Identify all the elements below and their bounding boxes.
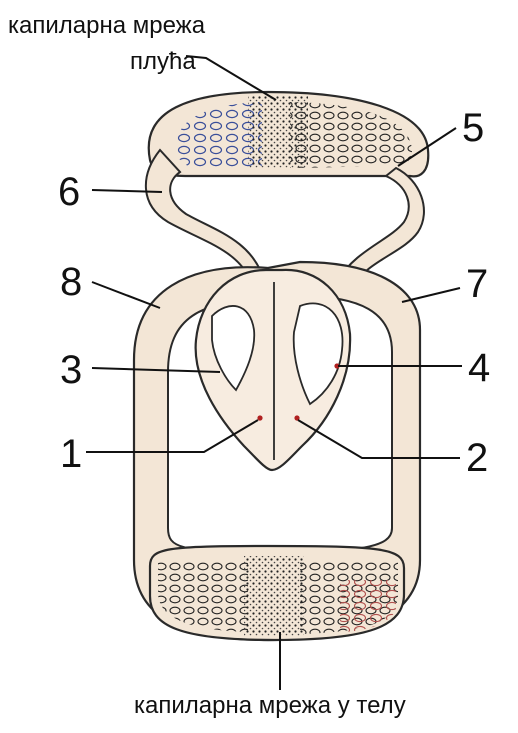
label-1: 1 [60,434,82,474]
lung-capillary-caption-line2: плућа [130,50,196,74]
leader-8 [92,282,160,308]
label-8: 8 [60,262,82,302]
lung-capillary-caption-line1: капиларна мрежа [8,14,205,38]
label-3: 3 [60,350,82,390]
label-5: 5 [462,108,484,148]
body-capillary-caption: капиларна мрежа у телу [134,694,406,718]
leader-7 [402,288,460,302]
lung-capillary-network [149,92,429,176]
body-capillary-network [150,546,404,640]
label-2: 2 [466,438,488,478]
label-4: 4 [468,348,490,388]
label-6: 6 [58,172,80,212]
label-7: 7 [466,264,488,304]
